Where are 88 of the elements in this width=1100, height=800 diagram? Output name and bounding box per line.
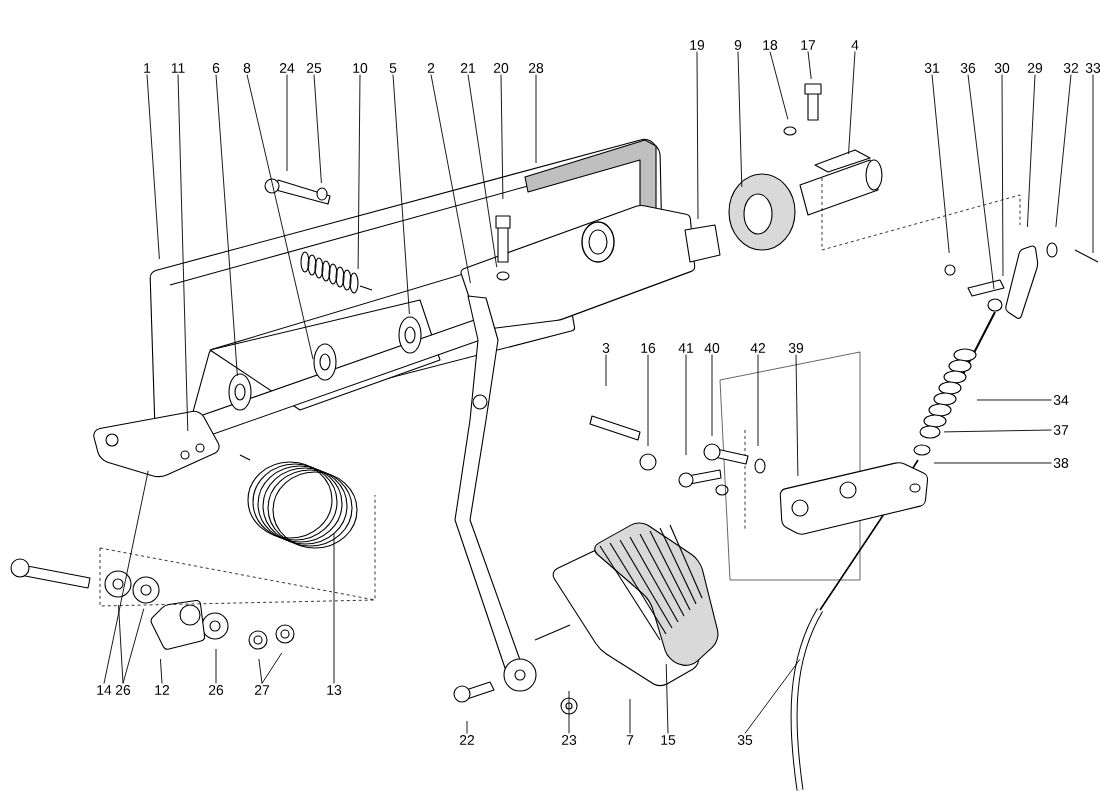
leader-line: [258, 658, 263, 684]
leader-line: [535, 74, 537, 164]
leader-line: [744, 658, 801, 734]
leader-line: [286, 74, 288, 172]
leader-line: [1001, 74, 1004, 277]
leader-line: [122, 608, 145, 684]
leader-line: [1055, 74, 1072, 228]
leader-line: [118, 604, 124, 684]
leader-line: [261, 652, 283, 684]
leader-line: [357, 74, 361, 270]
callout-number: 33: [1083, 61, 1100, 75]
callout-number: 10: [350, 61, 370, 75]
leader-line: [1092, 74, 1094, 254]
callout-number: 9: [732, 38, 744, 52]
leader-line: [605, 354, 607, 387]
leader-line: [943, 429, 1052, 433]
leader-line: [466, 720, 468, 734]
leader-line: [848, 51, 856, 155]
leader-line: [215, 74, 238, 377]
callout-number: 31: [922, 61, 942, 75]
callout-number: 32: [1061, 61, 1081, 75]
leader-line: [711, 354, 713, 437]
callout-number: 41: [676, 341, 696, 355]
leader-line: [159, 658, 163, 684]
leader-line: [757, 354, 759, 447]
leader-line: [215, 648, 217, 684]
callout-number: 7: [624, 733, 636, 747]
leader-line: [1026, 74, 1036, 228]
callout-number: 39: [786, 341, 806, 355]
callout-number: 16: [638, 341, 658, 355]
leader-line: [647, 354, 649, 447]
callout-number: 8: [241, 61, 253, 75]
callout-number: 35: [735, 733, 755, 747]
callout-number: 20: [491, 61, 511, 75]
leader-line: [795, 354, 799, 477]
callout-number: 42: [748, 341, 768, 355]
callout-number: 19: [687, 38, 707, 52]
callout-number: 36: [958, 61, 978, 75]
callout-number: 12: [152, 683, 172, 697]
callout-number: 15: [658, 733, 678, 747]
callout-number: 5: [387, 61, 399, 75]
leader-line: [500, 74, 504, 200]
callout-number: 1: [141, 61, 153, 75]
leader-line: [313, 74, 322, 184]
callout-number: 13: [324, 683, 344, 697]
callout-number: 14: [94, 683, 114, 697]
callout-number: 17: [798, 38, 818, 52]
callout-number: 24: [277, 61, 297, 75]
leader-line: [976, 399, 1052, 401]
leader-line: [430, 74, 471, 284]
callout-number: 3: [600, 341, 612, 355]
leader-line: [177, 74, 189, 432]
callout-number: 27: [252, 683, 272, 697]
callout-number: 26: [113, 683, 133, 697]
callout-number: 11: [169, 61, 187, 75]
callout-number: 18: [760, 38, 780, 52]
leader-line: [685, 354, 687, 456]
leader-line: [769, 51, 789, 120]
callout-number: 40: [702, 341, 722, 355]
leader-line: [467, 74, 498, 268]
callout-number: 23: [559, 733, 579, 747]
leader-line: [967, 74, 995, 290]
callout-number: 26: [206, 683, 226, 697]
leader-line: [333, 533, 335, 684]
leader-line: [665, 663, 669, 734]
callout-number: 6: [210, 61, 222, 75]
callout-number: 34: [1051, 393, 1071, 407]
leader-line: [696, 51, 699, 220]
callout-number: 21: [458, 61, 478, 75]
leader-line: [392, 74, 410, 315]
callout-number: 37: [1051, 423, 1071, 437]
leader-line: [103, 470, 149, 684]
callout-number: 28: [526, 61, 546, 75]
leader-line: [146, 74, 160, 260]
leader-line: [933, 462, 1052, 464]
leader-line: [807, 51, 812, 80]
callout-number: 2: [425, 61, 437, 75]
callout-number: 30: [992, 61, 1012, 75]
leader-line: [629, 698, 631, 734]
callout-number: 22: [457, 733, 477, 747]
leader-line: [737, 51, 743, 188]
callout-number: 29: [1025, 61, 1045, 75]
callout-number: 4: [849, 38, 861, 52]
callout-number: 25: [304, 61, 324, 75]
callout-number: 38: [1051, 456, 1071, 470]
leader-line: [246, 74, 314, 360]
leader-line: [931, 74, 950, 254]
leader-line: [568, 690, 570, 734]
